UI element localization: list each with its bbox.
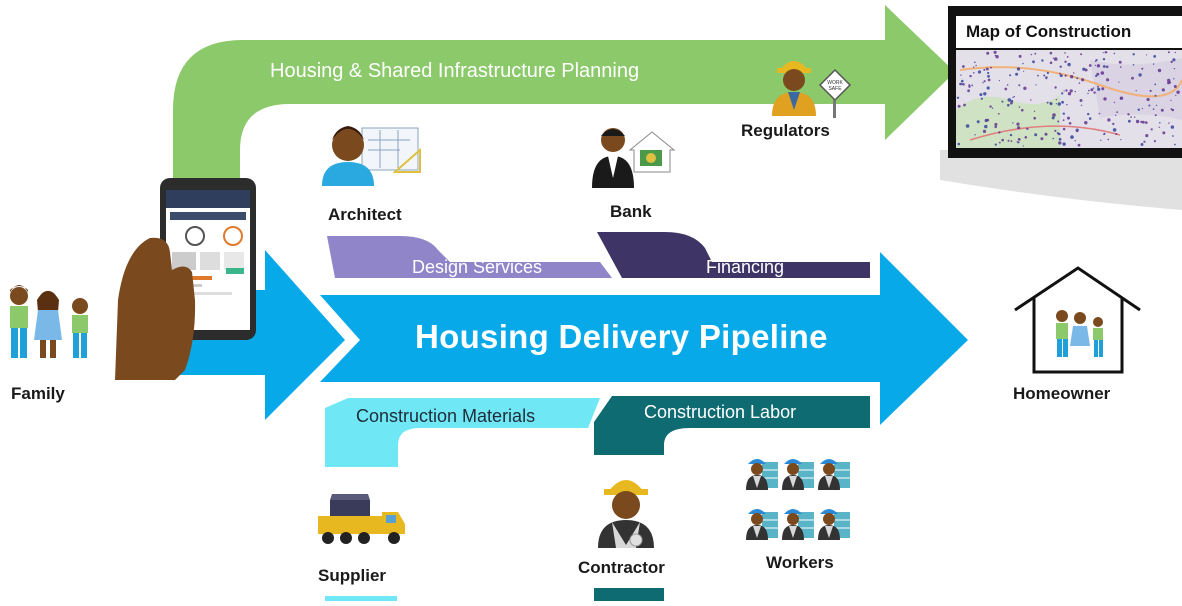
homeowner-label: Homeowner bbox=[1013, 384, 1111, 403]
design-services-label: Design Services bbox=[412, 257, 543, 277]
regulators-icon: WORK SAFE bbox=[772, 61, 852, 118]
map-title: Map of Construction bbox=[966, 22, 1132, 41]
worker-figure bbox=[746, 509, 778, 540]
smartphone-with-hand bbox=[115, 178, 256, 380]
map-image bbox=[956, 50, 1182, 148]
architect-icon bbox=[322, 126, 421, 186]
worker-figure bbox=[818, 459, 850, 490]
design-services-band bbox=[327, 236, 612, 278]
construction-materials-label: Construction Materials bbox=[356, 406, 536, 426]
family-icon bbox=[10, 285, 88, 358]
financing-label: Financing bbox=[706, 257, 785, 277]
construction-labor-band bbox=[594, 396, 870, 601]
svg-text:SAFE: SAFE bbox=[828, 86, 842, 92]
bank-icon bbox=[592, 128, 676, 188]
family-label: Family bbox=[11, 384, 65, 403]
regulators-label: Regulators bbox=[741, 121, 830, 140]
planning-arrow bbox=[173, 5, 955, 250]
bank-label: Bank bbox=[610, 202, 652, 221]
contractor-icon bbox=[598, 480, 654, 548]
supplier-truck-icon bbox=[318, 494, 405, 544]
worker-figure bbox=[782, 459, 814, 490]
worker-figure bbox=[746, 459, 778, 490]
pipeline-title: Housing Delivery Pipeline bbox=[415, 318, 828, 355]
construction-materials-band bbox=[325, 398, 600, 601]
architect-label: Architect bbox=[328, 205, 402, 224]
worker-figure bbox=[818, 509, 850, 540]
workers-icon bbox=[746, 459, 850, 540]
supplier-label: Supplier bbox=[318, 566, 387, 585]
construction-labor-label: Construction Labor bbox=[644, 402, 797, 422]
financing-band bbox=[597, 232, 870, 278]
house-icon bbox=[1014, 266, 1141, 374]
contractor-label: Contractor bbox=[578, 558, 665, 577]
map-panel bbox=[940, 6, 1182, 210]
workers-label: Workers bbox=[766, 553, 834, 572]
planning-label: Housing & Shared Infrastructure Planning bbox=[270, 60, 640, 82]
svg-text:WORK: WORK bbox=[827, 80, 843, 86]
worker-figure bbox=[782, 509, 814, 540]
